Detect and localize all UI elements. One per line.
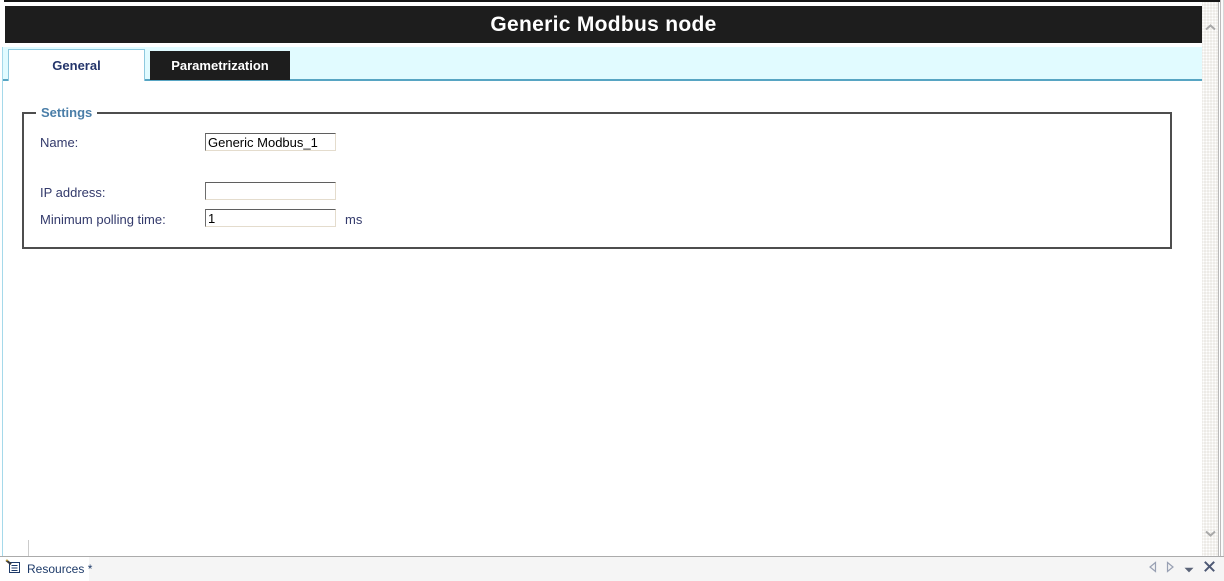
- chevron-down-icon: [1204, 524, 1216, 542]
- triangle-down-icon: [1184, 560, 1194, 578]
- title-bar: Generic Modbus node: [5, 6, 1202, 43]
- vertical-scrollbar[interactable]: [1202, 2, 1219, 556]
- tab-parametrization-label: Parametrization: [171, 58, 269, 73]
- tab-strip-underline: [3, 79, 1202, 81]
- polling-time-input[interactable]: [205, 209, 336, 227]
- close-tab-button[interactable]: [1203, 560, 1216, 578]
- scroll-up-button[interactable]: [1202, 20, 1218, 34]
- x-icon: [1203, 560, 1216, 578]
- document-nav-controls: [1148, 559, 1216, 579]
- statusbar: [0, 557, 1224, 581]
- content-left-border: [2, 47, 3, 556]
- tab-general-label: General: [52, 58, 101, 73]
- tab-parametrization[interactable]: Parametrization: [150, 51, 290, 80]
- settings-groupbox: [22, 112, 1172, 249]
- window-right-edge: [1220, 0, 1224, 581]
- ip-address-label: IP address:: [40, 185, 106, 200]
- nav-previous-button[interactable]: [1148, 560, 1157, 578]
- page-title: Generic Modbus node: [490, 12, 717, 36]
- panel-edge-line: [28, 540, 29, 556]
- scroll-down-button[interactable]: [1202, 526, 1218, 540]
- statusbar-divider: [0, 556, 1224, 557]
- triangle-right-icon: [1166, 560, 1175, 578]
- chevron-up-icon: [1204, 18, 1216, 36]
- tab-general[interactable]: General: [8, 49, 145, 81]
- settings-legend: Settings: [36, 105, 98, 120]
- polling-time-label: Minimum polling time:: [40, 212, 166, 227]
- name-label: Name:: [40, 135, 79, 150]
- polling-time-unit: ms: [345, 212, 363, 227]
- triangle-left-icon: [1148, 560, 1157, 578]
- nav-next-button[interactable]: [1166, 560, 1175, 578]
- document-tab-label: Resources *: [27, 562, 93, 576]
- notebook-pen-icon: [5, 559, 22, 579]
- window-top-border: [4, 0, 1220, 2]
- document-tab-resources[interactable]: Resources *: [0, 557, 93, 581]
- name-input[interactable]: [205, 133, 336, 151]
- nav-menu-button[interactable]: [1184, 560, 1194, 578]
- ip-address-input[interactable]: [205, 182, 336, 200]
